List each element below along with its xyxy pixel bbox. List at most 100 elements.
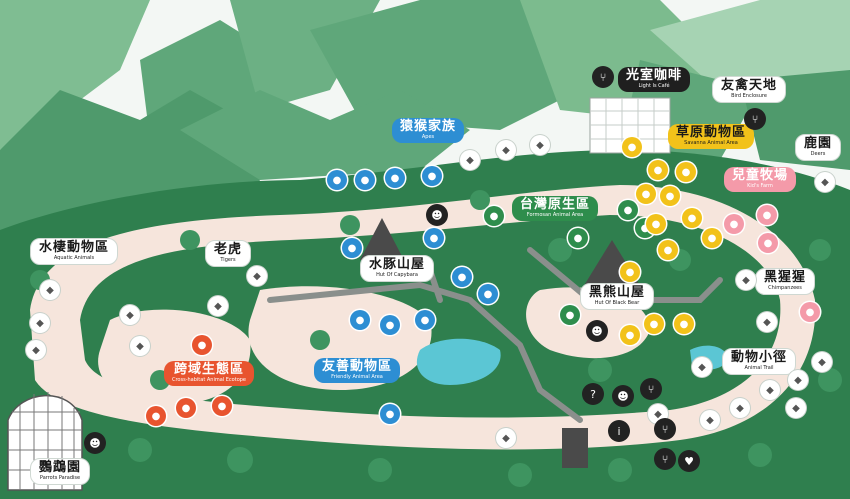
area-label-parrots-zh: 鸚鵡園 [39,460,82,475]
animal-icon[interactable]: ● [176,398,196,418]
heart-icon[interactable]: ♥ [678,450,700,472]
animal-icon[interactable]: ● [385,168,405,188]
area-label-blackbear-en: Hut Of Black Bear [594,300,640,307]
animal-icon[interactable]: ● [415,310,435,330]
animal-icon[interactable]: ● [380,404,400,424]
area-label-savanna[interactable]: 草原動物區 Savanna Animal Area [668,124,755,149]
area-label-deer-en: Deers [810,151,826,158]
animal-icon[interactable]: ● [620,325,640,345]
animal-icon[interactable]: ● [355,170,375,190]
animal-icon[interactable]: ● [622,137,642,157]
dining-icon[interactable]: ⑂ [744,108,766,130]
area-label-cafe[interactable]: 光室咖啡 Light Is Café [618,67,691,92]
animal-icon[interactable]: ● [424,228,444,248]
animal-icon[interactable]: ◆ [130,336,150,356]
animal-icon[interactable]: ● [484,206,504,226]
animal-icon[interactable]: ● [568,228,588,248]
area-label-bird-en: Bird Enclosure [731,93,767,100]
animal-icon[interactable]: ● [758,233,778,253]
animal-icon[interactable]: ● [644,314,664,334]
area-label-formosan-en: Formosan Animal Area [526,212,584,219]
animal-icon[interactable]: ◆ [815,172,835,192]
animal-icon[interactable]: ● [618,200,638,220]
animal-icon[interactable]: ● [800,302,820,322]
area-label-chimp[interactable]: 黑猩猩 Chimpanzees [755,268,816,295]
animal-icon[interactable]: ◆ [700,410,720,430]
animal-icon[interactable]: ◆ [40,280,60,300]
animal-icon[interactable]: ● [676,162,696,182]
info-icon[interactable]: i [608,420,630,442]
animal-icon[interactable]: ◆ [120,305,140,325]
animal-icon[interactable]: ● [658,240,678,260]
area-label-parrots[interactable]: 鸚鵡園 Parrots Paradise [30,458,91,485]
animal-icon[interactable]: ● [452,267,472,287]
animal-icon[interactable]: ◆ [788,370,808,390]
area-label-deer[interactable]: 鹿園 Deers [795,134,842,161]
animal-icon[interactable]: ● [380,315,400,335]
area-label-bird[interactable]: 友禽天地 Bird Enclosure [712,76,787,103]
dining-icon[interactable]: ⑂ [592,66,614,88]
animal-icon[interactable]: ◆ [247,266,267,286]
animal-icon[interactable]: ● [422,166,442,186]
animal-icon[interactable]: ◆ [692,357,712,377]
animal-icon[interactable]: ● [327,170,347,190]
area-label-kids[interactable]: 兒童牧場 Kid's Farm [724,167,797,192]
animal-icon[interactable]: ◆ [786,398,806,418]
animal-icon[interactable]: ● [674,314,694,334]
animal-icon[interactable]: ● [192,335,212,355]
animal-icon[interactable]: ● [620,262,640,282]
toilet-icon[interactable]: ☻ [426,204,448,226]
area-label-cross[interactable]: 跨域生態區 Cross-habitat Animal Ecotope [164,361,255,386]
area-label-capybara-en: Hut Of Capybara [376,272,418,279]
animal-icon[interactable]: ◆ [208,296,228,316]
animal-icon[interactable]: ◆ [757,312,777,332]
info-icon[interactable]: ? [582,383,604,405]
animal-icon[interactable]: ● [146,406,166,426]
animal-icon[interactable]: ◆ [812,352,832,372]
animal-icon[interactable]: ● [636,184,656,204]
area-label-blackbear[interactable]: 黑熊山屋 Hut Of Black Bear [580,283,655,310]
area-label-chimp-en: Chimpanzees [768,285,802,292]
animal-icon[interactable]: ● [724,214,744,234]
area-label-trail-zh: 動物小徑 [731,350,788,365]
animal-icon[interactable]: ◆ [460,150,480,170]
area-label-trail[interactable]: 動物小徑 Animal Trail [722,348,797,375]
area-label-tigers[interactable]: 老虎 Tigers [205,240,252,267]
animal-icon[interactable]: ● [660,186,680,206]
animal-icon[interactable]: ◆ [736,270,756,290]
animal-icon[interactable]: ● [646,214,666,234]
dining-icon[interactable]: ⑂ [654,418,676,440]
animal-icon[interactable]: ● [478,284,498,304]
animal-icon[interactable]: ◆ [730,398,750,418]
animal-icon[interactable]: ● [350,310,370,330]
area-label-apes[interactable]: 猿猴家族 Apes [392,118,465,143]
animal-icon[interactable]: ◆ [496,140,516,160]
animal-icon[interactable]: ◆ [30,313,50,333]
animal-icon[interactable]: ● [212,396,232,416]
area-label-capybara[interactable]: 水豚山屋 Hut Of Capybara [360,255,435,282]
area-label-aquatic[interactable]: 水棲動物區 Aquatic Animals [30,238,119,265]
animal-icon[interactable]: ◆ [26,340,46,360]
area-label-friendly[interactable]: 友善動物區 Friendly Animal Area [314,358,401,383]
animal-icon[interactable]: ● [702,228,722,248]
toilet-icon[interactable]: ☻ [612,385,634,407]
toilet-icon[interactable]: ☻ [586,320,608,342]
dining-icon[interactable]: ⑂ [640,378,662,400]
animal-icon[interactable]: ● [342,238,362,258]
animal-icon[interactable]: ◆ [496,428,516,448]
area-label-tigers-zh: 老虎 [214,242,243,257]
area-label-kids-en: Kid's Farm [747,183,773,190]
area-label-trail-en: Animal Trail [744,365,774,372]
animal-icon[interactable]: ◆ [760,380,780,400]
animal-icon[interactable]: ● [648,160,668,180]
area-label-cafe-zh: 光室咖啡 [626,68,683,83]
animal-icon[interactable]: ● [682,208,702,228]
dining-icon[interactable]: ⑂ [654,448,676,470]
toilet-icon[interactable]: ☻ [84,432,106,454]
animal-icon[interactable]: ● [560,305,580,325]
animal-icon[interactable]: ◆ [530,135,550,155]
animal-icon[interactable]: ● [757,205,777,225]
area-label-formosan[interactable]: 台灣原生區 Formosan Animal Area [512,196,599,221]
area-label-apes-en: Apes [421,134,435,141]
